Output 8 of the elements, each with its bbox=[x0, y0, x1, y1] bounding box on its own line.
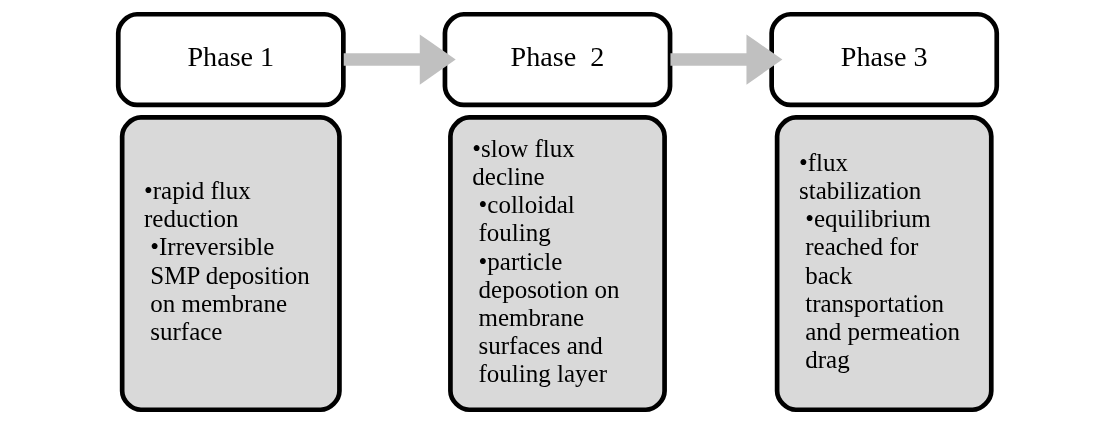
node-box: •slow flux decline •colloidal fouling •particle deposotion on membrane surfaces and fouling layer bbox=[447, 115, 667, 413]
node-box: Phase 2 bbox=[442, 11, 672, 108]
arrow bbox=[669, 34, 782, 85]
node-box: Phase 1 bbox=[115, 11, 346, 108]
arrow bbox=[343, 34, 456, 85]
node-box: •rapid flux reduction •Irreversible SMP deposition on membrane surface bbox=[119, 115, 342, 413]
node-box: Phase 3 bbox=[768, 11, 999, 108]
node-box: •flux stabilization •equilibrium reached for back transportation and permeation drag bbox=[774, 115, 994, 413]
